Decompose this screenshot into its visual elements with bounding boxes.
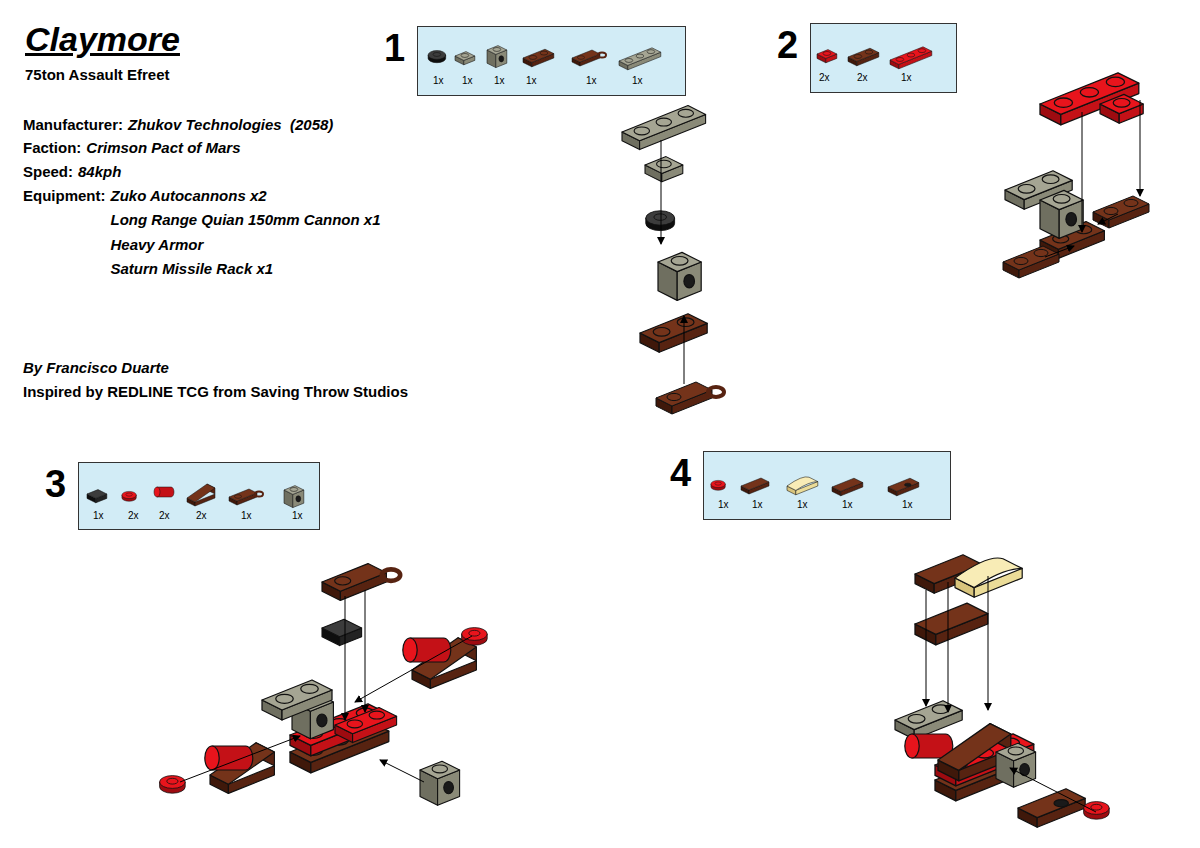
step-number: 4 (670, 454, 691, 492)
part-quantity: 1x (902, 499, 913, 510)
part-quantity: 1x (526, 75, 537, 86)
spec-value: Saturn Missile Rack x1 (111, 260, 274, 277)
part-quantity: 2x (128, 510, 139, 521)
part-quantity: 2x (819, 72, 830, 83)
part-quantity: 1x (797, 499, 808, 510)
part-quantity: 1x (586, 75, 597, 86)
part-quantity: 1x (93, 510, 104, 521)
part-quantity: 1x (752, 499, 763, 510)
step-number: 3 (45, 465, 66, 503)
page-title: Claymore (25, 20, 180, 59)
spec-value: Crimson Pact of Mars (86, 139, 240, 156)
part-quantity: 2x (159, 510, 170, 521)
spec-value: Long Range Quian 150mm Cannon x1 (111, 211, 381, 228)
author-credit: By Francisco Duarte (23, 359, 169, 376)
spec-value: Zhukov Technologies (2058) (128, 116, 333, 133)
part-quantity: 1x (292, 510, 303, 521)
spec-key: Faction: (23, 139, 81, 156)
parts-list-box: 22x2x1x (810, 23, 957, 93)
part-quantity: 2x (196, 510, 207, 521)
part-quantity: 1x (718, 499, 729, 510)
part-quantity: 1x (901, 72, 912, 83)
step-number: 2 (777, 26, 798, 64)
parts-list-box: 31x2x2x2x1x1x (78, 462, 320, 530)
part-quantity: 1x (433, 75, 444, 86)
parts-list-box: 41x1x1x1x1x (703, 451, 951, 520)
spec-key: Manufacturer: (23, 116, 123, 133)
step-number: 1 (384, 29, 405, 67)
inspiration-credit: Inspired by REDLINE TCG from Saving Thro… (23, 383, 408, 400)
part-quantity: 1x (842, 499, 853, 510)
spec-value: Zuko Autocannons x2 (111, 187, 267, 204)
parts-list-box: 11x1x1x1x1x1x (417, 26, 686, 96)
subtitle: 75ton Assault Efreet (25, 66, 170, 83)
part-quantity: 1x (241, 510, 252, 521)
spec-value: Heavy Armor (111, 236, 204, 253)
part-quantity: 2x (857, 72, 868, 83)
part-quantity: 1x (494, 75, 505, 86)
spec-value: 84kph (78, 163, 121, 180)
part-quantity: 1x (632, 75, 643, 86)
spec-key: Speed: (23, 163, 73, 180)
spec-key: Equipment: (23, 187, 106, 204)
part-quantity: 1x (462, 75, 473, 86)
